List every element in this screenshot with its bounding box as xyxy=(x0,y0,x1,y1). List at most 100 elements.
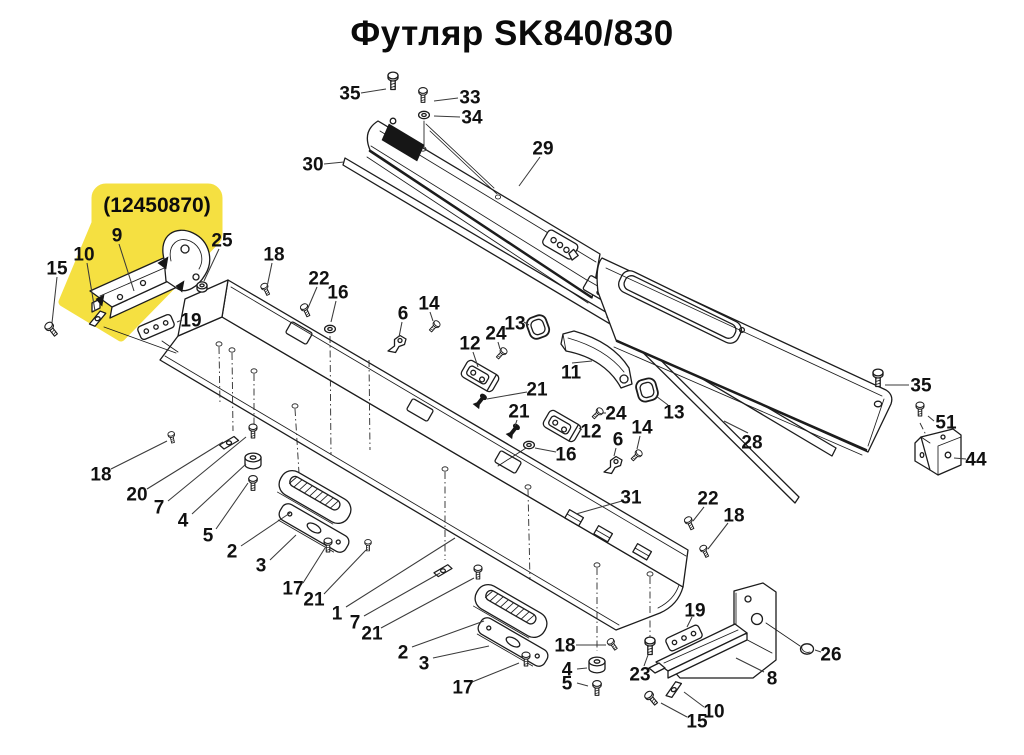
screw-18a xyxy=(259,281,272,297)
leader-line-28-27 xyxy=(723,420,749,434)
screw-35b xyxy=(872,368,884,388)
leader-line-19-49 xyxy=(686,616,693,628)
screw-5b xyxy=(592,680,602,696)
screw-51 xyxy=(915,401,925,417)
part-label-17-45: 17 xyxy=(452,678,473,699)
leader-line-15-8 xyxy=(51,276,58,324)
part-label-5-35: 5 xyxy=(203,526,214,547)
screw-15b xyxy=(642,689,660,708)
leader-line-5-35 xyxy=(215,482,249,530)
part-label-31-46: 31 xyxy=(620,488,642,509)
leader-line-33-1 xyxy=(433,97,459,102)
part-label-3-44: 3 xyxy=(419,654,430,675)
screw-23 xyxy=(644,636,656,656)
part-label-29-4: 29 xyxy=(532,139,553,160)
part-label-24-16: 24 xyxy=(485,324,507,345)
leader-line-31-46 xyxy=(575,500,623,515)
screw-5a xyxy=(248,475,258,491)
screw-14a xyxy=(427,319,442,334)
screw-7-left xyxy=(248,423,258,439)
screw-24a xyxy=(494,346,509,361)
latch-12b xyxy=(541,408,583,444)
part-label-5-52: 5 xyxy=(562,674,573,695)
leader-line-2-43 xyxy=(411,620,485,648)
hinge-6b xyxy=(603,455,623,475)
top-fasteners xyxy=(387,71,962,476)
rubber-foot-4b xyxy=(588,656,606,674)
leader-line-44-30 xyxy=(953,457,967,460)
part-label-16-12: 16 xyxy=(327,283,348,304)
screw-21d xyxy=(473,564,483,580)
part-label-19-49: 19 xyxy=(684,601,705,622)
leader-line-3-44 xyxy=(432,645,490,659)
leader-line-30-3 xyxy=(323,161,345,165)
leader-line-16-24 xyxy=(534,447,557,453)
gasket-13b xyxy=(633,375,661,405)
lid-latch xyxy=(542,229,579,261)
screw-35a xyxy=(387,71,399,91)
leader-line-7-33 xyxy=(167,436,247,502)
washer-16a xyxy=(323,324,337,334)
case-body xyxy=(159,279,689,631)
part-label-2-36: 2 xyxy=(227,542,238,563)
part-label-14-14: 14 xyxy=(418,294,440,315)
part-label-7-41: 7 xyxy=(350,613,361,634)
leader-line-14-26 xyxy=(636,435,641,450)
leader-line-3-37 xyxy=(269,534,297,561)
highlight-part-code: (12450870) xyxy=(103,194,210,217)
part-label-7-33: 7 xyxy=(154,498,165,519)
part-label-13-20: 13 xyxy=(663,403,684,424)
rubber-foot-4a xyxy=(244,452,262,470)
leader-line-12-23 xyxy=(578,427,583,431)
latch-12a xyxy=(459,358,501,394)
leader-line-15-57 xyxy=(660,702,688,718)
screw-18d xyxy=(605,636,620,652)
bracket-44 xyxy=(914,428,962,476)
leader-line-16-12 xyxy=(330,300,337,323)
part-label-10-7: 10 xyxy=(73,245,94,266)
part-label-16-24: 16 xyxy=(555,445,576,466)
part-label-21-42: 21 xyxy=(361,624,383,645)
leader-line-1-40 xyxy=(345,537,456,608)
leader-line-29-4 xyxy=(518,156,541,187)
part-label-10-56: 10 xyxy=(703,702,724,723)
part-label-2-43: 2 xyxy=(398,643,409,664)
leader-line-21-21 xyxy=(514,419,518,427)
nut-25 xyxy=(196,281,208,293)
screw-18-left xyxy=(167,430,177,444)
leader-line-34-2 xyxy=(433,115,461,118)
part-label-19-10: 19 xyxy=(180,311,201,332)
screw-22a xyxy=(298,302,313,319)
leader-line-21-19 xyxy=(486,391,528,400)
screw-15a xyxy=(42,320,60,339)
leader-line-6-25 xyxy=(613,447,617,457)
underside-parts xyxy=(167,423,815,708)
leader-line-17-45 xyxy=(471,662,520,683)
clip-10b xyxy=(661,679,686,700)
highlight-box xyxy=(91,183,223,249)
leader-line-13-20 xyxy=(655,395,669,406)
part-label-13-15: 13 xyxy=(504,314,525,335)
part-label-12-17: 12 xyxy=(459,334,480,355)
part-label-30-3: 30 xyxy=(302,155,323,176)
part-label-6-13: 6 xyxy=(398,304,409,325)
leader-line-18-9 xyxy=(266,262,273,288)
leader-line-10-7 xyxy=(86,262,96,312)
leader-line-7-41 xyxy=(363,572,441,617)
leader-line-18-31 xyxy=(110,440,168,470)
part-label-51-29: 51 xyxy=(935,413,957,434)
part-label-18-9: 18 xyxy=(263,245,284,266)
leader-line-14-14 xyxy=(429,311,434,322)
leader-line-25-6 xyxy=(203,248,220,282)
leader-line-51-29 xyxy=(927,415,935,422)
part-label-35-28: 35 xyxy=(910,376,932,397)
part-label-14-26: 14 xyxy=(631,418,653,439)
screw-21b xyxy=(505,422,522,439)
part-label-4-34: 4 xyxy=(178,511,189,532)
screw-14b xyxy=(629,448,644,463)
hinge-6a xyxy=(387,334,407,354)
leader-line-22-47 xyxy=(692,506,705,522)
